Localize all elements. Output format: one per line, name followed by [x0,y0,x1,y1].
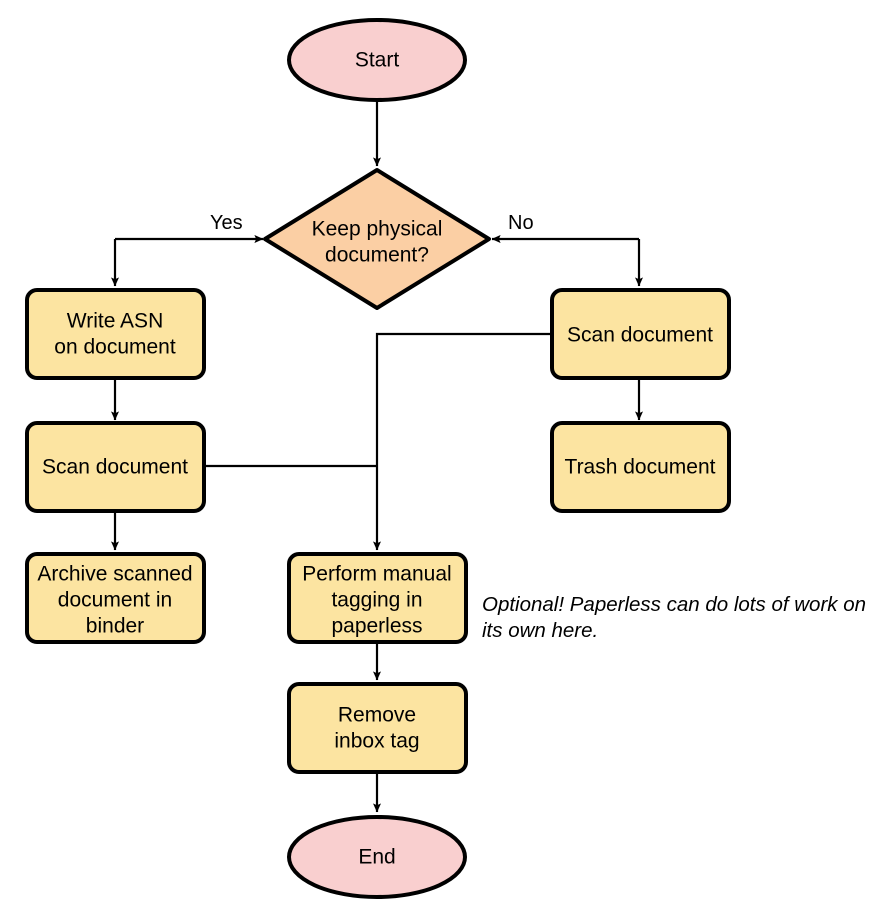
edge-scan-right-to-tagging [373,332,552,551]
tagging-label-line1: Perform manual [302,563,451,586]
archive-label-line2: document in [58,589,172,612]
tagging-label-line3: paperless [331,615,422,638]
node-archive-scanned-document[interactable]: Archive scanned document in binder [25,552,206,644]
start-ellipse [287,18,467,102]
node-end[interactable]: End [287,815,467,899]
archive-label-line3: binder [86,615,144,638]
edge-label-no: No [508,212,534,234]
trash-document-label: Trash document [565,456,716,479]
tagging-box [287,552,468,644]
edge-label-yes: Yes [210,212,243,234]
node-scan-document-right[interactable]: Scan document [550,288,731,380]
decision-diamond [263,168,491,310]
tagging-label-line2: tagging in [331,589,422,612]
scan-document-left-box [25,421,206,513]
decision-label-line2: document? [325,244,429,267]
archive-label-line1: Archive scanned [37,563,192,586]
optional-note-line1: Optional! Paperless can do lots of work … [482,593,866,616]
write-asn-box [25,288,206,380]
node-start[interactable]: Start [287,18,467,102]
node-perform-manual-tagging[interactable]: Perform manual tagging in paperless [287,552,468,644]
remove-inbox-label-line2: inbox tag [334,730,419,753]
write-asn-label-line1: Write ASN [67,310,163,333]
node-remove-inbox-tag[interactable]: Remove inbox tag [287,682,468,774]
end-label: End [358,846,395,869]
node-decision-keep-physical-document[interactable]: Keep physical document? [263,168,491,310]
scan-document-right-box [550,288,731,380]
node-write-asn-on-document[interactable]: Write ASN on document [25,288,206,380]
remove-inbox-box [287,682,468,774]
remove-inbox-label-line1: Remove [338,704,416,727]
decision-label-line1: Keep physical [312,218,443,241]
node-scan-document-left[interactable]: Scan document [25,421,206,513]
scan-document-right-label: Scan document [567,324,713,347]
trash-document-box [550,421,731,513]
end-ellipse [287,815,467,899]
node-trash-document[interactable]: Trash document [550,421,731,513]
scan-document-left-label: Scan document [42,456,188,479]
write-asn-label-line2: on document [54,336,176,359]
optional-note-line2: its own here. [482,619,598,642]
annotation-optional-note: Optional! Paperless can do lots of work … [482,593,866,642]
start-label: Start [355,49,400,72]
archive-box [25,552,206,644]
